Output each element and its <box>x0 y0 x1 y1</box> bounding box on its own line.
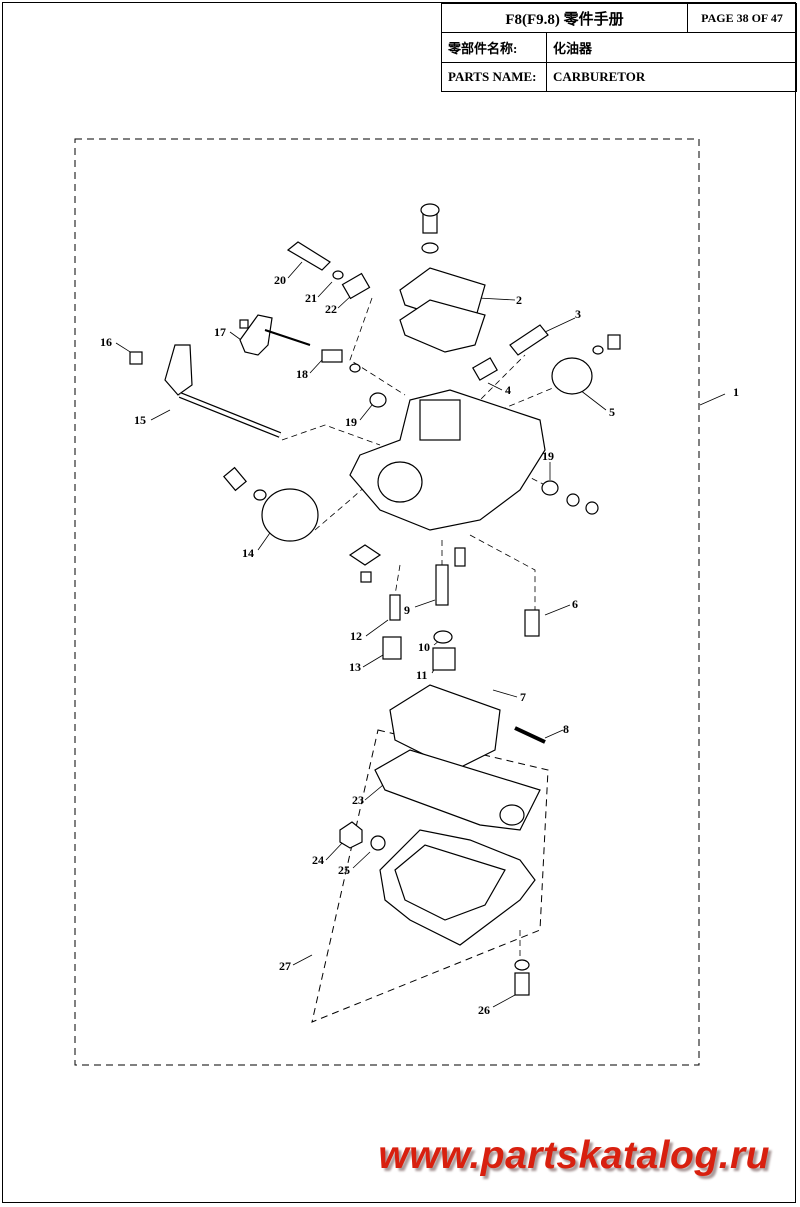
parts-name-en: CARBURETOR <box>546 61 797 93</box>
bracket-screw <box>360 571 372 583</box>
callout-20: 20 <box>274 273 286 287</box>
callout-19-upper: 19 <box>345 415 357 429</box>
callout-24: 24 <box>312 853 324 867</box>
needle-valve-9 <box>435 564 449 606</box>
filter-11 <box>432 647 456 671</box>
washer-14 <box>253 489 267 501</box>
clip-19b <box>585 501 599 515</box>
washer-19b <box>566 493 580 507</box>
lever-screw <box>239 319 249 329</box>
jet-needle-3 <box>509 324 549 356</box>
callout-16: 16 <box>100 335 112 349</box>
callout-1: 1 <box>733 385 739 399</box>
body-bore <box>377 461 423 503</box>
page-number: PAGE 38 OF 47 <box>687 2 797 34</box>
throttle-shaft-lever <box>164 344 193 396</box>
callout-25: 25 <box>338 863 350 877</box>
callout-9: 9 <box>404 603 410 617</box>
callout-2: 2 <box>516 293 522 307</box>
cover-gasket <box>399 299 486 353</box>
callout-27: 27 <box>279 959 291 973</box>
washer-25 <box>370 835 386 851</box>
callout-6: 6 <box>572 597 578 611</box>
callout-8: 8 <box>563 722 569 736</box>
seal-19b <box>541 480 559 496</box>
callout-5: 5 <box>609 405 615 419</box>
lever-rod <box>264 329 311 346</box>
spring-4 <box>472 357 498 381</box>
clip-16 <box>129 351 143 365</box>
washer-5 <box>592 345 604 355</box>
o-ring-21 <box>332 270 344 280</box>
drain-bolt-24 <box>339 821 363 849</box>
callout-7: 7 <box>520 690 526 704</box>
choke-plate-5 <box>551 357 593 395</box>
callout-17: 17 <box>214 325 226 339</box>
bolt-26 <box>514 972 530 996</box>
callout-18: 18 <box>296 367 308 381</box>
callout-4: 4 <box>505 383 511 397</box>
washer-26 <box>514 959 530 971</box>
float-pin-8 <box>514 726 546 744</box>
float-bowl-cavity <box>394 844 506 921</box>
callout-10: 10 <box>418 640 430 654</box>
cover-washer <box>421 242 439 254</box>
screw-small <box>454 547 466 567</box>
filter-mesh <box>499 804 525 826</box>
throttle-plate-14 <box>261 488 319 542</box>
o-ring-10 <box>433 630 453 644</box>
throttle-lever <box>239 314 273 356</box>
callout-15: 15 <box>134 413 146 427</box>
callout-19-right: 19 <box>542 449 554 463</box>
main-jet-12 <box>389 594 401 621</box>
screw-14 <box>223 466 247 492</box>
plug-13 <box>382 636 402 660</box>
callout-14: 14 <box>242 546 254 560</box>
callout-11: 11 <box>416 668 427 682</box>
pilot-screw <box>286 241 331 271</box>
body-top-block <box>419 399 461 441</box>
bracket-small <box>348 544 382 566</box>
float-pin-6 <box>524 609 540 637</box>
spring-22 <box>341 272 371 300</box>
cover-screw-head <box>420 203 440 217</box>
float-7 <box>389 684 501 771</box>
callout-21: 21 <box>305 291 317 305</box>
title-block: F8(F9.8) 零件手册 PAGE 38 OF 47 零部件名称: 化油器 P… <box>441 2 797 93</box>
callout-labels: 1 2 3 4 5 6 7 8 9 10 11 12 13 14 15 16 1… <box>100 273 739 1017</box>
callout-22: 22 <box>325 302 337 316</box>
spring-18 <box>321 349 343 363</box>
parts-name-en-label: PARTS NAME: <box>441 61 547 93</box>
callout-3: 3 <box>575 307 581 321</box>
callout-26: 26 <box>478 1003 490 1017</box>
callout-12: 12 <box>350 629 362 643</box>
callout-13: 13 <box>349 660 361 674</box>
screw-5 <box>607 334 621 350</box>
assembly-boundary <box>74 138 700 1066</box>
watermark-url: www.partskatalog.ru <box>378 1134 770 1177</box>
seal-19a <box>369 392 387 408</box>
washer-18 <box>349 363 361 373</box>
bowl-gasket-23 <box>374 749 541 831</box>
callout-23: 23 <box>352 793 364 807</box>
